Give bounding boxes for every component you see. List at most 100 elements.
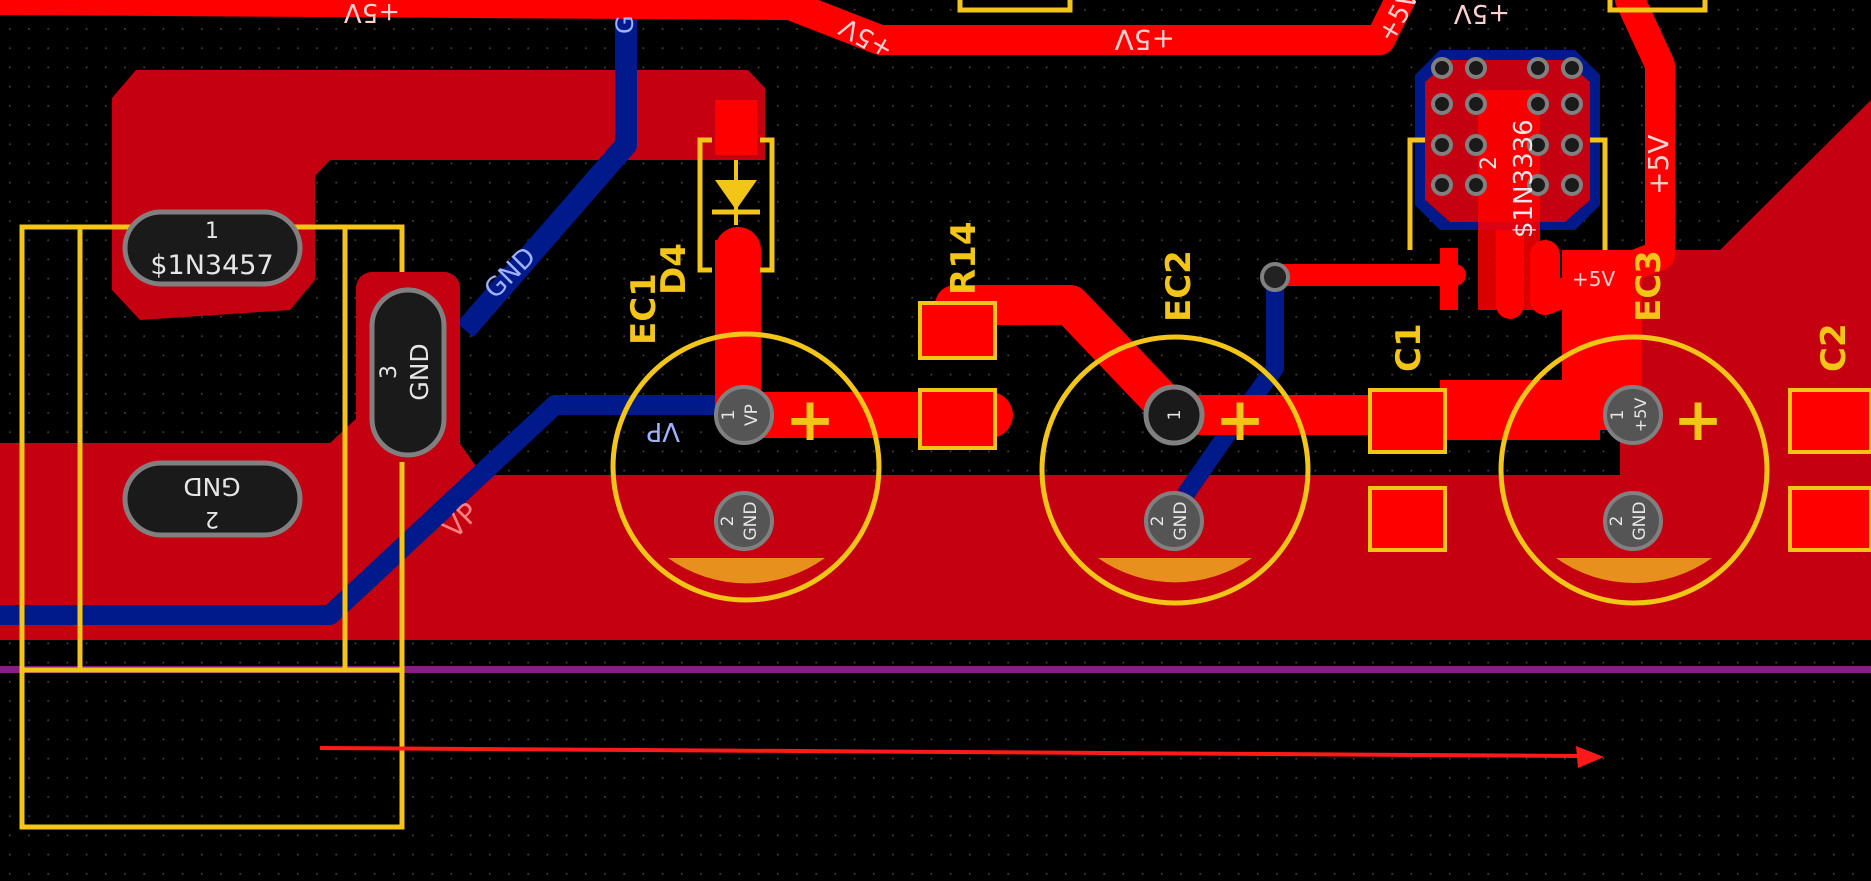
d4-silk-bracket-right <box>760 137 775 273</box>
ec2-designator: EC2 <box>1159 250 1199 322</box>
net-label-5v-top-a: +5V <box>344 0 400 27</box>
ic-pin[interactable] <box>1465 93 1487 115</box>
ec2-pad-2-net: GND <box>1171 502 1191 541</box>
top-silk-fragment-2 <box>1607 0 1708 13</box>
c1-pad-2[interactable] <box>1368 486 1447 552</box>
capacitor-ec2[interactable]: 1 2 GND + EC2 <box>1039 250 1311 606</box>
connector-pad-1-number: 1 <box>205 219 219 244</box>
connector-pad-2-net: GND <box>183 472 240 501</box>
ic-pin[interactable] <box>1527 93 1549 115</box>
r14-pad-1[interactable] <box>918 301 997 360</box>
diode-d4[interactable] <box>697 100 775 290</box>
c2-pad-2[interactable] <box>1788 486 1871 552</box>
net-labels: +5V +5V +5V +5V +5V +5V GND VP VP G <box>344 0 1675 545</box>
r14-ec2-track[interactable] <box>935 285 1510 435</box>
c2-designator: C2 <box>1814 323 1854 372</box>
annotation-arrow <box>319 746 1604 768</box>
right-copper-pour[interactable] <box>1620 100 1871 475</box>
gnd-bottom-track[interactable] <box>456 0 637 338</box>
ic-pin[interactable] <box>1431 174 1453 196</box>
connector-pad-3[interactable] <box>369 287 447 458</box>
ic-pin[interactable] <box>1465 174 1487 196</box>
ec1-pad-1-net: VP <box>742 404 762 426</box>
net-label-5v-top-c: +5V <box>1115 23 1175 56</box>
d4-silk-bracket-left <box>697 137 712 273</box>
ec3-silk-outline <box>1498 334 1770 606</box>
ec3-pad-2-number: 2 <box>1607 516 1627 527</box>
top-silk-fragment-1 <box>957 0 1073 13</box>
ec2-silk-outline <box>1039 334 1311 606</box>
d4-designator: D4 <box>654 243 694 295</box>
connector-pad-2-number: 2 <box>205 506 219 531</box>
ec1-pad-1[interactable] <box>714 385 774 445</box>
connector-u-left[interactable]: 1 $1N3457 2 GND 3 GND <box>19 209 460 830</box>
r14-designator: R14 <box>944 222 984 296</box>
ic-pin[interactable] <box>1465 134 1487 156</box>
5v-top-track-1[interactable] <box>0 0 1415 55</box>
ec2-pad-2[interactable] <box>1144 491 1204 551</box>
c1-copper-connector <box>1440 248 1458 310</box>
top-silk-fragments <box>957 0 1708 13</box>
ic-pin[interactable] <box>1561 57 1583 79</box>
capacitor-c2[interactable]: C2 <box>1788 323 1871 552</box>
ec3-pad-2[interactable] <box>1603 491 1663 551</box>
ic-pin-2-copper <box>1478 90 1540 310</box>
ic-pin[interactable] <box>1465 57 1487 79</box>
connector-pad-1[interactable] <box>122 209 303 287</box>
ec3-silk-fill <box>1556 558 1712 584</box>
capacitor-ec1[interactable]: 1 VP 2 GND + <box>610 331 882 603</box>
ec3-polarity-icon: + <box>1673 385 1723 455</box>
5v-top-track-2[interactable] <box>1615 0 1675 265</box>
net-label-vp-bottom: VP <box>647 416 680 446</box>
ic-silk-left <box>1407 137 1425 250</box>
ic-pin-number: 2 <box>1477 156 1502 170</box>
ic-pin[interactable] <box>1431 134 1453 156</box>
board-edge-line <box>0 666 1871 673</box>
via-c1[interactable] <box>1260 262 1290 292</box>
ec2-polarity-icon: + <box>1215 385 1265 455</box>
capacitor-c1[interactable]: C1 <box>1368 323 1447 552</box>
ic-pin[interactable] <box>1431 57 1453 79</box>
ec2-pad-2-number: 2 <box>1148 516 1168 527</box>
c2-pad-1[interactable] <box>1788 388 1871 454</box>
ec3-5v-neck[interactable] <box>1440 380 1600 440</box>
c1-designator: C1 <box>1389 323 1429 372</box>
ec1-pad-1-number: 1 <box>719 410 739 421</box>
vp-copper-pour[interactable] <box>0 415 1871 640</box>
ec3-pad-1-net: +5V <box>1631 398 1650 433</box>
d4-pad-a[interactable] <box>715 100 757 155</box>
ec3-pad-1-number: 1 <box>1608 410 1628 421</box>
ec2-silk-fill <box>1098 558 1252 583</box>
connector-pad-2[interactable] <box>122 460 303 538</box>
capacitor-ec3[interactable]: 1 +5V 2 GND + EC3 +5V <box>1498 250 1770 606</box>
ec1-designator: EC1 <box>624 273 664 345</box>
ic-pin[interactable] <box>1431 93 1453 115</box>
ec3-5v-label: +5V <box>1572 267 1615 291</box>
ic-pin[interactable] <box>1561 174 1583 196</box>
net-label-5v-top-e: +5V <box>1454 0 1510 28</box>
resistor-r14[interactable]: R14 <box>918 222 997 450</box>
ec3-pad-1[interactable] <box>1603 385 1663 445</box>
net-label-5v-right: +5V <box>1642 135 1675 195</box>
ec1-pad-2[interactable] <box>714 491 774 551</box>
net-label-g-partial: G <box>611 15 639 34</box>
ec1-pad-2-net: GND <box>741 502 761 541</box>
ic-u-right[interactable]: 2 $1N3336 <box>1407 50 1608 310</box>
vp-bottom-track[interactable] <box>0 395 740 625</box>
ic-pin[interactable] <box>1527 57 1549 79</box>
c1-pad-1[interactable] <box>1368 388 1447 454</box>
ic-pin[interactable] <box>1561 93 1583 115</box>
ic-pin[interactable] <box>1561 134 1583 156</box>
r14-pad-2[interactable] <box>918 388 997 450</box>
ec1-pad-2-number: 2 <box>718 516 738 527</box>
ec2-pad-1[interactable] <box>1143 384 1205 446</box>
ic-pin[interactable] <box>1527 174 1549 196</box>
ec1-polarity-icon: + <box>785 385 835 455</box>
ec1-silk-fill <box>668 558 825 584</box>
ec2-pad-1-number: 1 <box>1165 410 1185 421</box>
ic-silk-right <box>1590 137 1608 250</box>
ic-pin[interactable] <box>1527 134 1549 156</box>
ec1-silk-outline <box>610 331 882 603</box>
d4-pad-k[interactable] <box>715 240 757 290</box>
